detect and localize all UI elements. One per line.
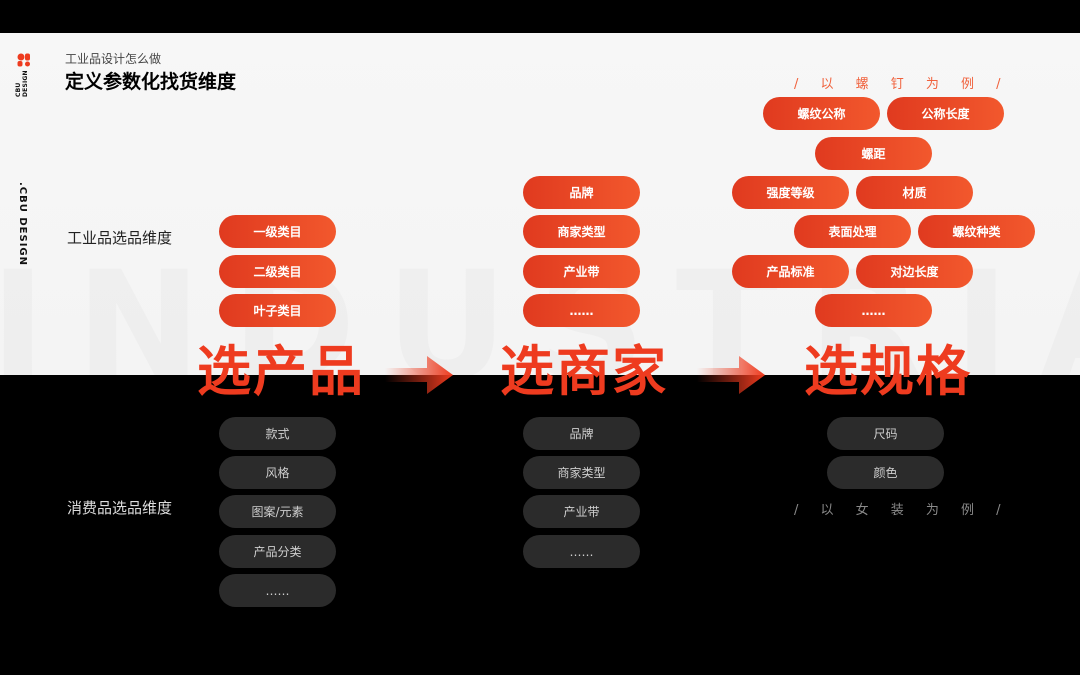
industrial-spec-pill: 材质 bbox=[856, 176, 973, 209]
industrial-spec-pill: 公称长度 bbox=[887, 97, 1004, 130]
industrial-spec-pill: 对边长度 bbox=[856, 255, 973, 288]
consumer-spec-pill: 尺码 bbox=[827, 417, 944, 450]
logo-mark-icon bbox=[17, 53, 30, 67]
step-title-product: 选产品 bbox=[197, 340, 365, 403]
consumer-product-pill: 款式 bbox=[219, 417, 336, 450]
consumer-product-pill: 图案/元素 bbox=[219, 495, 336, 528]
industrial-product-pill: 叶子类目 bbox=[219, 294, 336, 327]
consumer-merchant-pill: 品牌 bbox=[523, 417, 640, 450]
industrial-merchant-pill: 产业带 bbox=[523, 255, 640, 288]
industrial-spec-pill: 表面处理 bbox=[794, 215, 911, 248]
industrial-spec-pill: 强度等级 bbox=[732, 176, 849, 209]
consumer-example-caption: / 以 女 装 为 例 / bbox=[794, 503, 1010, 518]
industrial-merchant-pill: 商家类型 bbox=[523, 215, 640, 248]
industrial-product-pill: 二级类目 bbox=[219, 255, 336, 288]
industrial-spec-pill: 螺纹公称 bbox=[763, 97, 880, 130]
step-title-spec: 选规格 bbox=[804, 340, 972, 403]
industrial-example-caption: / 以 螺 钉 为 例 / bbox=[794, 77, 1010, 92]
consumer-product-pill: 风格 bbox=[219, 456, 336, 489]
page-title: 定义参数化找货维度 bbox=[65, 71, 237, 93]
consumer-merchant-pill: 商家类型 bbox=[523, 456, 640, 489]
arrow-right-icon bbox=[385, 356, 453, 394]
consumer-row-label: 消费品选品维度 bbox=[67, 499, 173, 517]
top-letterbox bbox=[0, 0, 1080, 33]
consumer-product-pill: 产品分类 bbox=[219, 535, 336, 568]
consumer-merchant-pill: …… bbox=[523, 535, 640, 568]
industrial-merchant-pill: …… bbox=[523, 294, 640, 327]
industrial-spec-pill: …… bbox=[815, 294, 932, 327]
consumer-product-pill: …… bbox=[219, 574, 336, 607]
industrial-spec-pill: 螺距 bbox=[815, 137, 932, 170]
cbu-logo: CBU DESIGN bbox=[15, 53, 39, 99]
arrow-right-icon bbox=[697, 356, 765, 394]
side-brand-text: .CBU DESIGN bbox=[17, 182, 28, 266]
industrial-row-label: 工业品选品维度 bbox=[67, 229, 173, 247]
industrial-merchant-pill: 品牌 bbox=[523, 176, 640, 209]
logo-text: CBU DESIGN bbox=[15, 70, 29, 97]
step-title-merchant: 选商家 bbox=[500, 340, 668, 403]
consumer-merchant-pill: 产业带 bbox=[523, 495, 640, 528]
industrial-product-pill: 一级类目 bbox=[219, 215, 336, 248]
consumer-spec-pill: 颜色 bbox=[827, 456, 944, 489]
page-subtitle: 工业品设计怎么做 bbox=[65, 52, 162, 66]
industrial-spec-pill: 螺纹种类 bbox=[918, 215, 1035, 248]
industrial-spec-pill: 产品标准 bbox=[732, 255, 849, 288]
